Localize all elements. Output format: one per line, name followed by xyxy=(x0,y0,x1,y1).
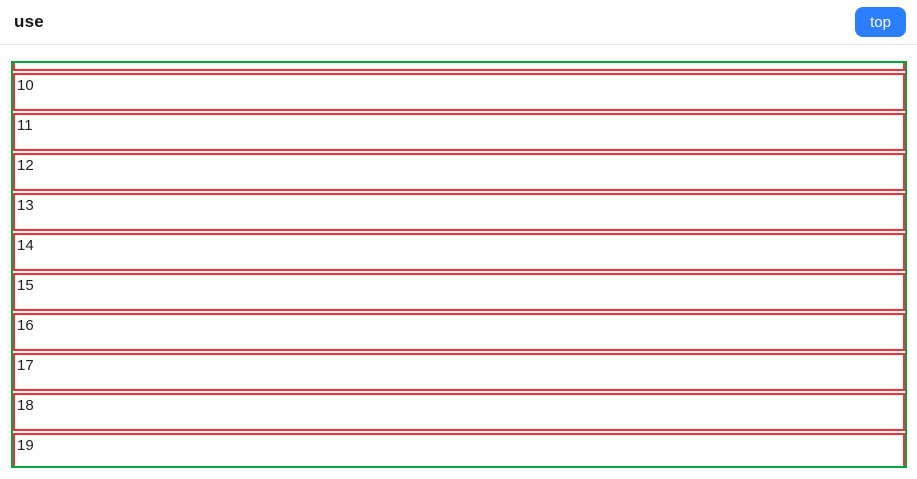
list-item: 14 xyxy=(13,233,905,271)
item-label: 18 xyxy=(17,397,34,414)
item-label: 12 xyxy=(17,157,34,174)
scroll-to-top-button[interactable]: top xyxy=(855,7,906,37)
item-label: 14 xyxy=(17,237,34,254)
list-item: 12 xyxy=(13,153,905,191)
list-item: 16 xyxy=(13,313,905,351)
header: use top xyxy=(0,0,917,45)
list-item: 15 xyxy=(13,273,905,311)
list-item: 18 xyxy=(13,393,905,431)
item-label: 19 xyxy=(17,437,34,454)
item-label: 11 xyxy=(17,117,33,134)
item-label: 10 xyxy=(17,77,34,94)
list-item: 13 xyxy=(13,193,905,231)
list-item: 11 xyxy=(13,113,905,151)
page-title: use xyxy=(14,12,44,31)
list-item: 17 xyxy=(13,353,905,391)
partial-list-item xyxy=(13,63,905,71)
scrollable-list-container[interactable]: 10 11 12 13 14 15 16 17 18 19 xyxy=(11,61,907,468)
item-label: 17 xyxy=(17,357,34,374)
item-label: 13 xyxy=(17,197,34,214)
item-label: 15 xyxy=(17,277,34,294)
list-item: 10 xyxy=(13,73,905,111)
item-label: 16 xyxy=(17,317,34,334)
list-item: 19 xyxy=(13,433,905,466)
